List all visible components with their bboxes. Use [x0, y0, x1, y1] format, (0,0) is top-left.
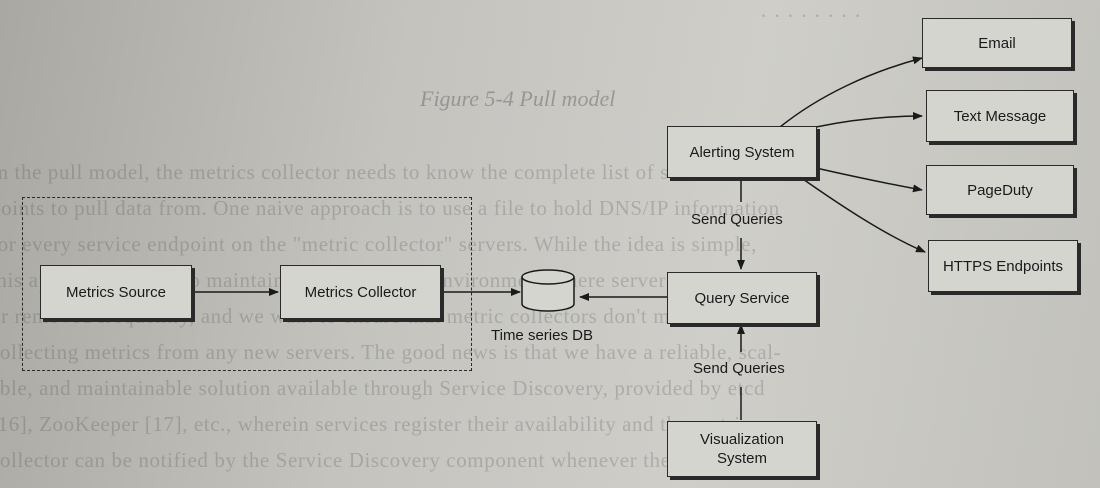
query-service-node: Query Service — [667, 272, 817, 324]
arrow-alert-to-text — [815, 112, 923, 128]
arrow-alert-to-https — [799, 176, 926, 253]
alerting-system-label: Alerting System — [689, 143, 795, 161]
alerting-system-node: Alerting System — [667, 126, 817, 178]
email-label: Email — [978, 34, 1016, 52]
edge-label-viz-query: Send Queries — [693, 360, 785, 377]
email-node: Email — [922, 18, 1072, 68]
figure-caption: Figure 5-4 Pull model — [420, 86, 616, 111]
pagerduty-label: PageDuty — [967, 181, 1033, 199]
query-service-label: Query Service — [694, 289, 790, 307]
metrics-collector-node: Metrics Collector — [280, 265, 441, 319]
metrics-source-node: Metrics Source — [40, 265, 192, 319]
bleed-through-text: points to pull data from. One naive appr… — [0, 196, 780, 220]
database-icon — [521, 269, 575, 312]
database-label: Time series DB — [491, 327, 593, 344]
edge-label-alert-query: Send Queries — [691, 211, 783, 228]
visualization-system-node: Visualization System — [667, 421, 817, 477]
visualization-label-line1: Visualization — [700, 431, 784, 448]
bleed-through-text: collecting metrics from any new servers.… — [0, 340, 782, 364]
text-message-label: Text Message — [953, 107, 1047, 125]
bleed-through-text: for every service endpoint on the "metri… — [0, 232, 757, 256]
https-endpoints-node: HTTPS Endpoints — [928, 240, 1078, 292]
bleed-through-text: able, and maintainable solution availabl… — [0, 376, 766, 400]
collection-boundary — [22, 197, 472, 371]
metrics-source-label: Metrics Source — [65, 283, 167, 301]
metrics-collector-label: Metrics Collector — [304, 283, 417, 301]
bleed-through-text: collector can be notified by the Service… — [0, 448, 730, 472]
pagerduty-node: PageDuty — [926, 165, 1074, 215]
bleed-through-text: In the pull model, the metrics collector… — [0, 160, 770, 184]
arrow-alert-to-pagerduty — [815, 167, 923, 193]
bleed-through-text: · · · · · · · · — [760, 4, 862, 28]
arrow-alert-to-email — [779, 56, 923, 128]
text-message-node: Text Message — [926, 90, 1074, 142]
https-endpoints-label: HTTPS Endpoints — [942, 257, 1064, 275]
bleed-through-text: [16], ZooKeeper [17], etc., wherein serv… — [0, 412, 760, 436]
visualization-label-line2: System — [716, 450, 767, 467]
